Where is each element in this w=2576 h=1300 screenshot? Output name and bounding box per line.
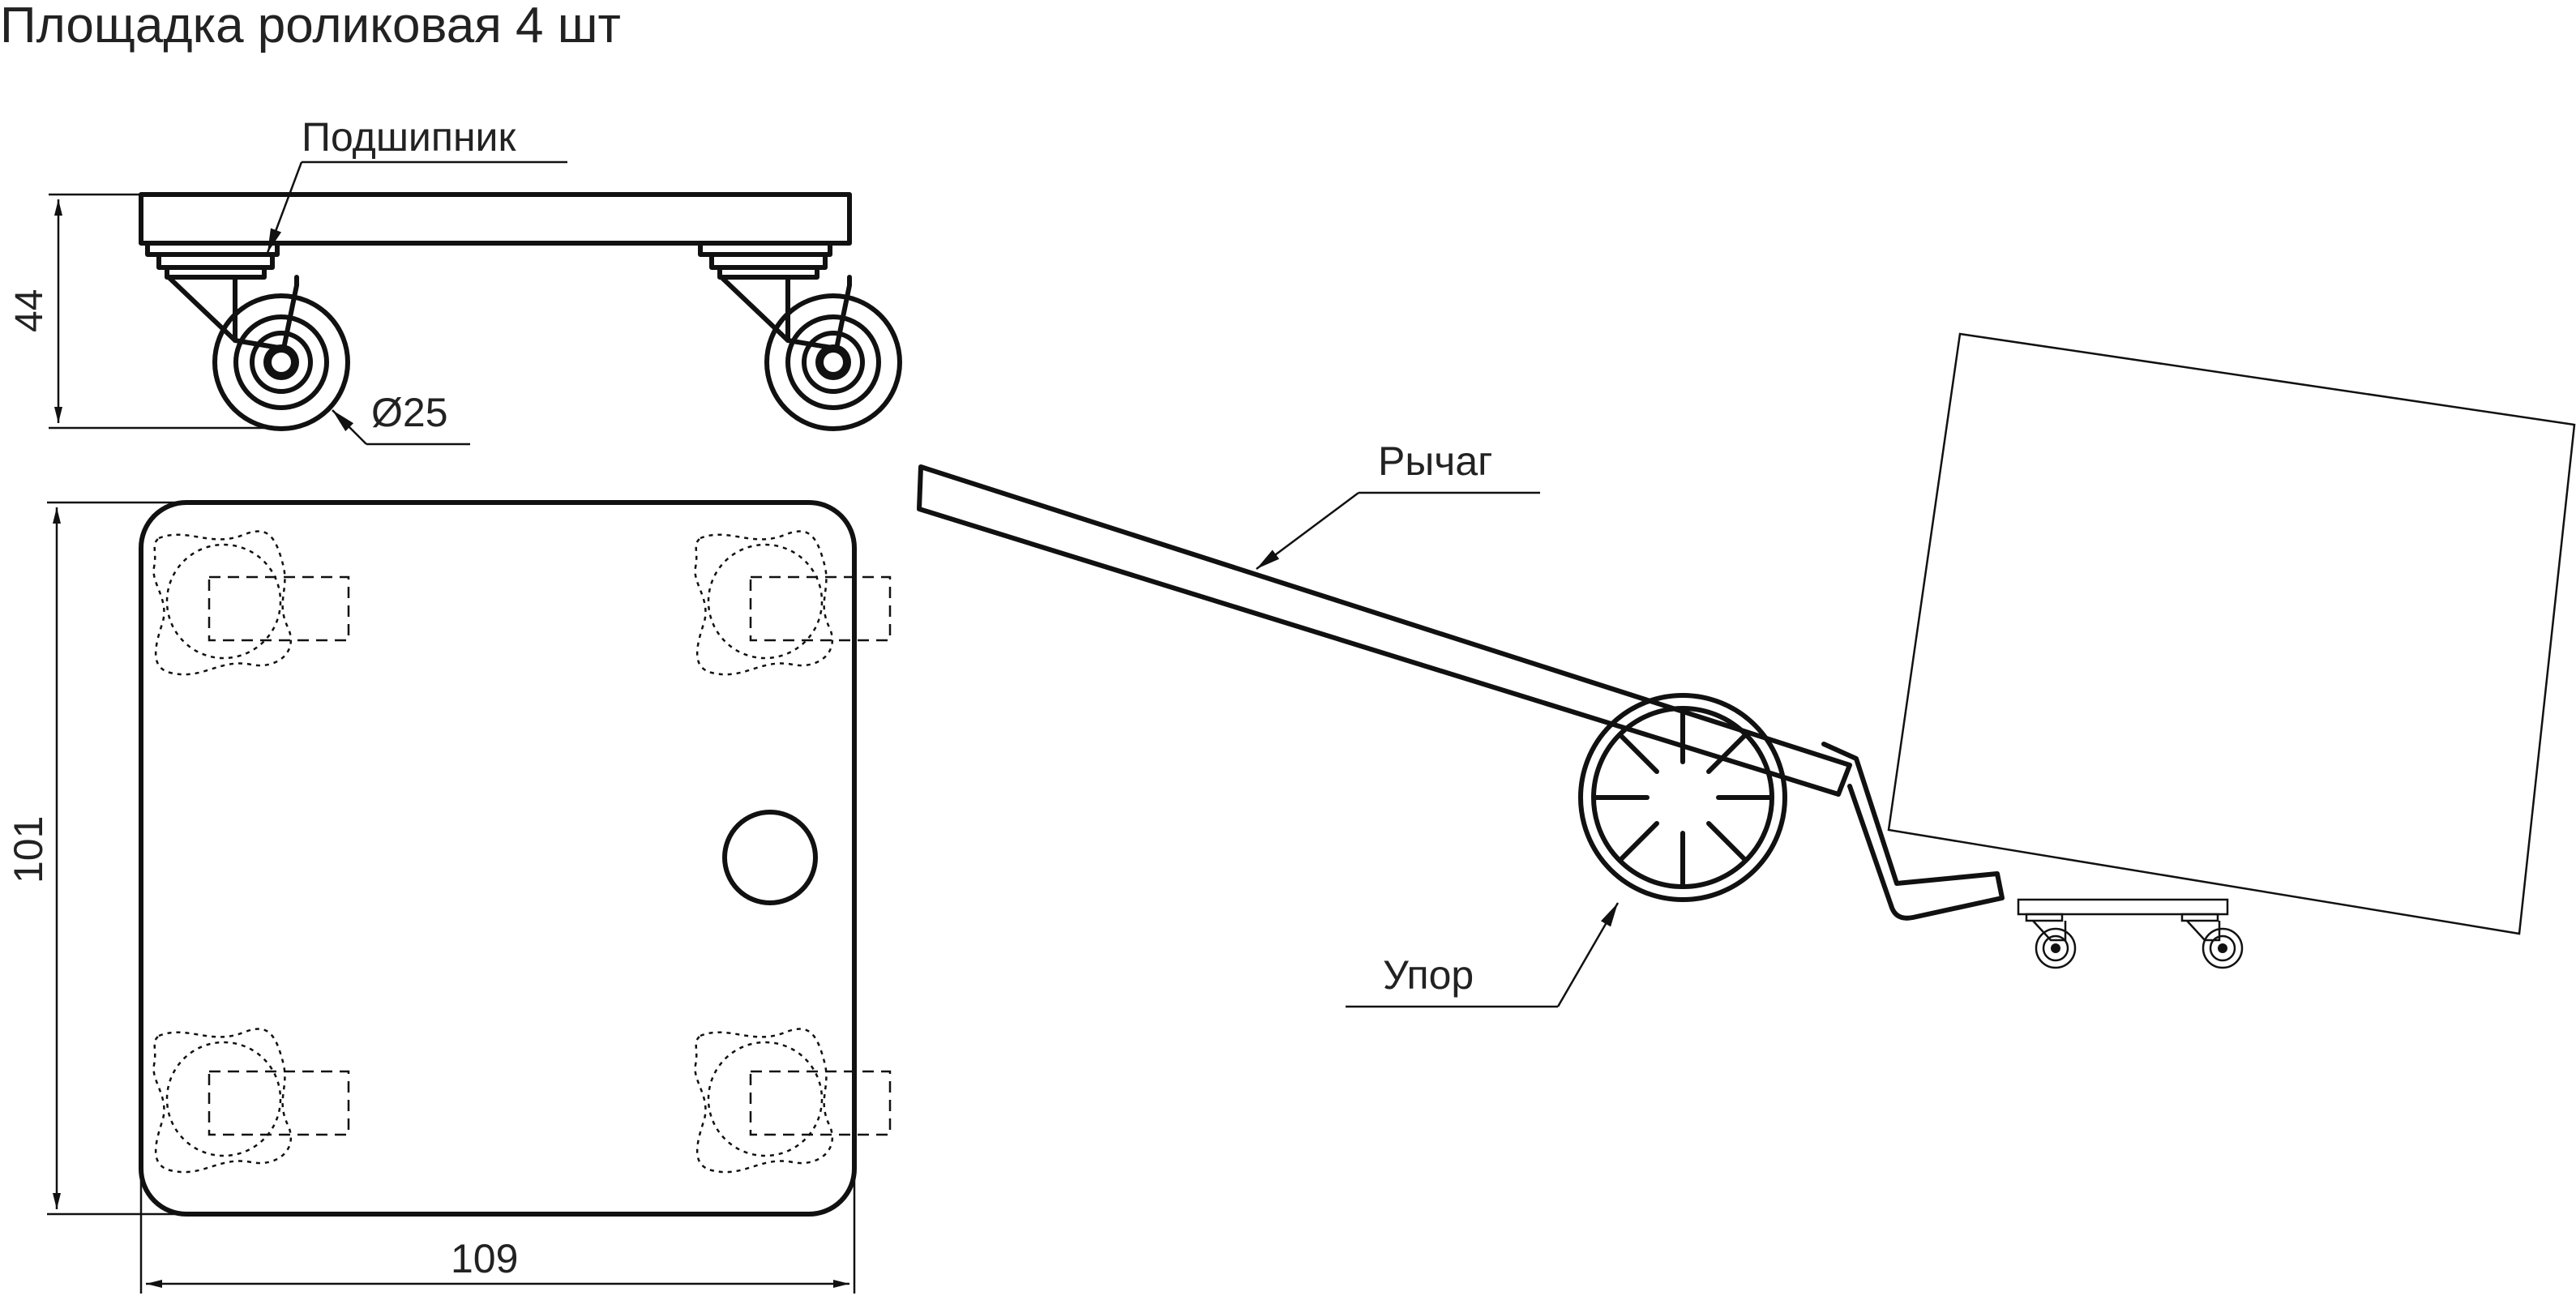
cabinet-box (1887, 332, 2576, 935)
lever-hook (1821, 742, 2005, 921)
small-platform (2017, 898, 2244, 969)
caster-right (698, 241, 902, 431)
caster-hidden-bottom-right (694, 1028, 892, 1174)
platform-hole (722, 810, 818, 905)
lever-wheel (1578, 693, 1787, 902)
caster-hidden-top-left (152, 530, 350, 676)
caster-left (145, 241, 350, 431)
plan-view: 101 109 (6, 500, 892, 1294)
dimension-width: 109 (451, 1236, 518, 1281)
drawing-title: Площадка роликовая 4 шт (0, 0, 621, 53)
dimension-length: 101 (6, 816, 51, 883)
usage-scheme: Рычаг Упор (917, 332, 2576, 1008)
caster-hidden-bottom-left (152, 1028, 350, 1174)
platform-plate (139, 192, 852, 246)
caster-hidden-top-right (694, 530, 892, 676)
lever-bar (917, 464, 1852, 797)
label-stop: Упор (1383, 952, 1474, 998)
dimension-height: 44 (8, 289, 51, 332)
label-lever: Рычаг (1378, 438, 1492, 484)
platform-outline (139, 500, 857, 1217)
side-view: 44 Подшипник Ø25 (8, 114, 902, 446)
label-wheel-diameter: Ø25 (371, 390, 448, 435)
label-bearing: Подшипник (302, 114, 516, 160)
